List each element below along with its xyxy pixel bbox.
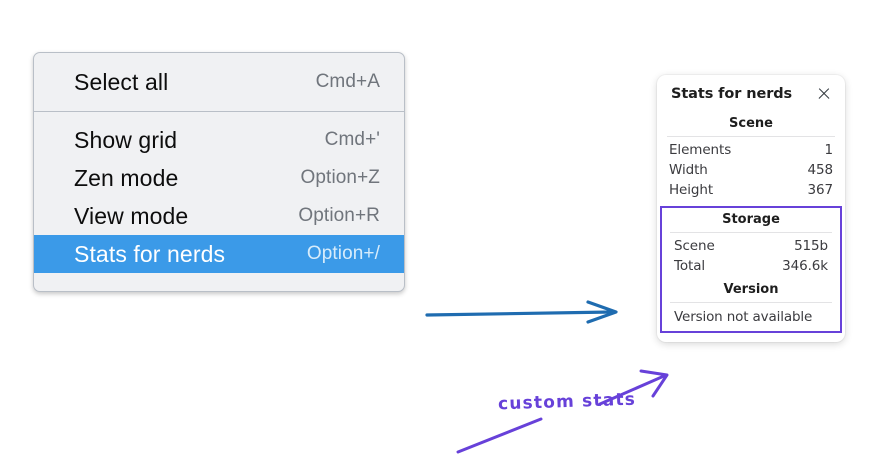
menu-item-shortcut: Option+/ <box>306 243 380 264</box>
context-menu[interactable]: Select all Cmd+A Show grid Cmd+' Zen mod… <box>33 52 405 292</box>
menu-item-shortcut: Cmd+A <box>315 71 380 92</box>
menu-divider <box>34 111 404 112</box>
stat-row: Elements 1 <box>657 140 845 160</box>
stat-value: 367 <box>807 182 834 198</box>
version-section: Version Version not available <box>662 276 840 326</box>
menu-item-stats-for-nerds[interactable]: Stats for nerds Option+/ <box>34 235 404 273</box>
close-icon[interactable] <box>816 86 832 102</box>
stat-key: Total <box>674 258 706 274</box>
storage-heading: Storage <box>722 212 780 227</box>
custom-stats-highlight-box: Storage Scene 515b Total 346.6k Version … <box>660 206 842 333</box>
handwritten-annotation-label: custom stats <box>497 389 637 415</box>
panel-header: Stats for nerds <box>657 86 845 102</box>
stats-for-nerds-panel: Stats for nerds Scene Elements 1 Width 4… <box>657 75 845 342</box>
stat-value: 458 <box>807 162 834 178</box>
menu-item-label: Select all <box>74 68 169 95</box>
menu-item-label: Zen mode <box>74 164 179 191</box>
divider <box>667 136 835 137</box>
divider <box>670 302 832 303</box>
purple-underline-stroke <box>456 417 543 454</box>
stat-value: 515b <box>794 238 828 254</box>
blue-arrow-icon <box>425 300 618 324</box>
menu-section-1: Select all Cmd+A <box>34 53 404 111</box>
stat-value: 346.6k <box>782 258 828 274</box>
storage-section: Storage Scene 515b Total 346.6k <box>662 211 840 276</box>
panel-title: Stats for nerds <box>671 86 793 102</box>
menu-item-label: View mode <box>74 202 189 229</box>
menu-item-view-mode[interactable]: View mode Option+R <box>34 197 404 235</box>
stat-key: Height <box>669 182 714 198</box>
stat-key: Elements <box>669 142 732 158</box>
menu-item-shortcut: Option+Z <box>300 167 380 188</box>
divider <box>670 232 832 233</box>
stat-row: Total 346.6k <box>662 256 840 276</box>
scene-heading: Scene <box>729 116 773 131</box>
stat-key: Width <box>669 162 708 178</box>
menu-item-shortcut: Option+R <box>298 205 380 226</box>
menu-item-select-all[interactable]: Select all Cmd+A <box>34 63 404 101</box>
version-text: Version not available <box>674 309 813 325</box>
menu-item-label: Stats for nerds <box>74 240 226 267</box>
version-heading: Version <box>723 282 779 297</box>
stat-value: 1 <box>824 142 834 158</box>
scene-section: Scene Elements 1 Width 458 Height 367 <box>657 115 845 200</box>
menu-item-show-grid[interactable]: Show grid Cmd+' <box>34 121 404 159</box>
menu-item-shortcut: Cmd+' <box>324 129 380 150</box>
stat-key: Scene <box>674 238 715 254</box>
menu-section-2: Show grid Cmd+' Zen mode Option+Z View m… <box>34 112 404 282</box>
stat-row: Height 367 <box>657 180 845 200</box>
menu-item-zen-mode[interactable]: Zen mode Option+Z <box>34 159 404 197</box>
menu-item-label: Show grid <box>74 126 178 153</box>
stat-row: Width 458 <box>657 160 845 180</box>
stat-row: Scene 515b <box>662 236 840 256</box>
